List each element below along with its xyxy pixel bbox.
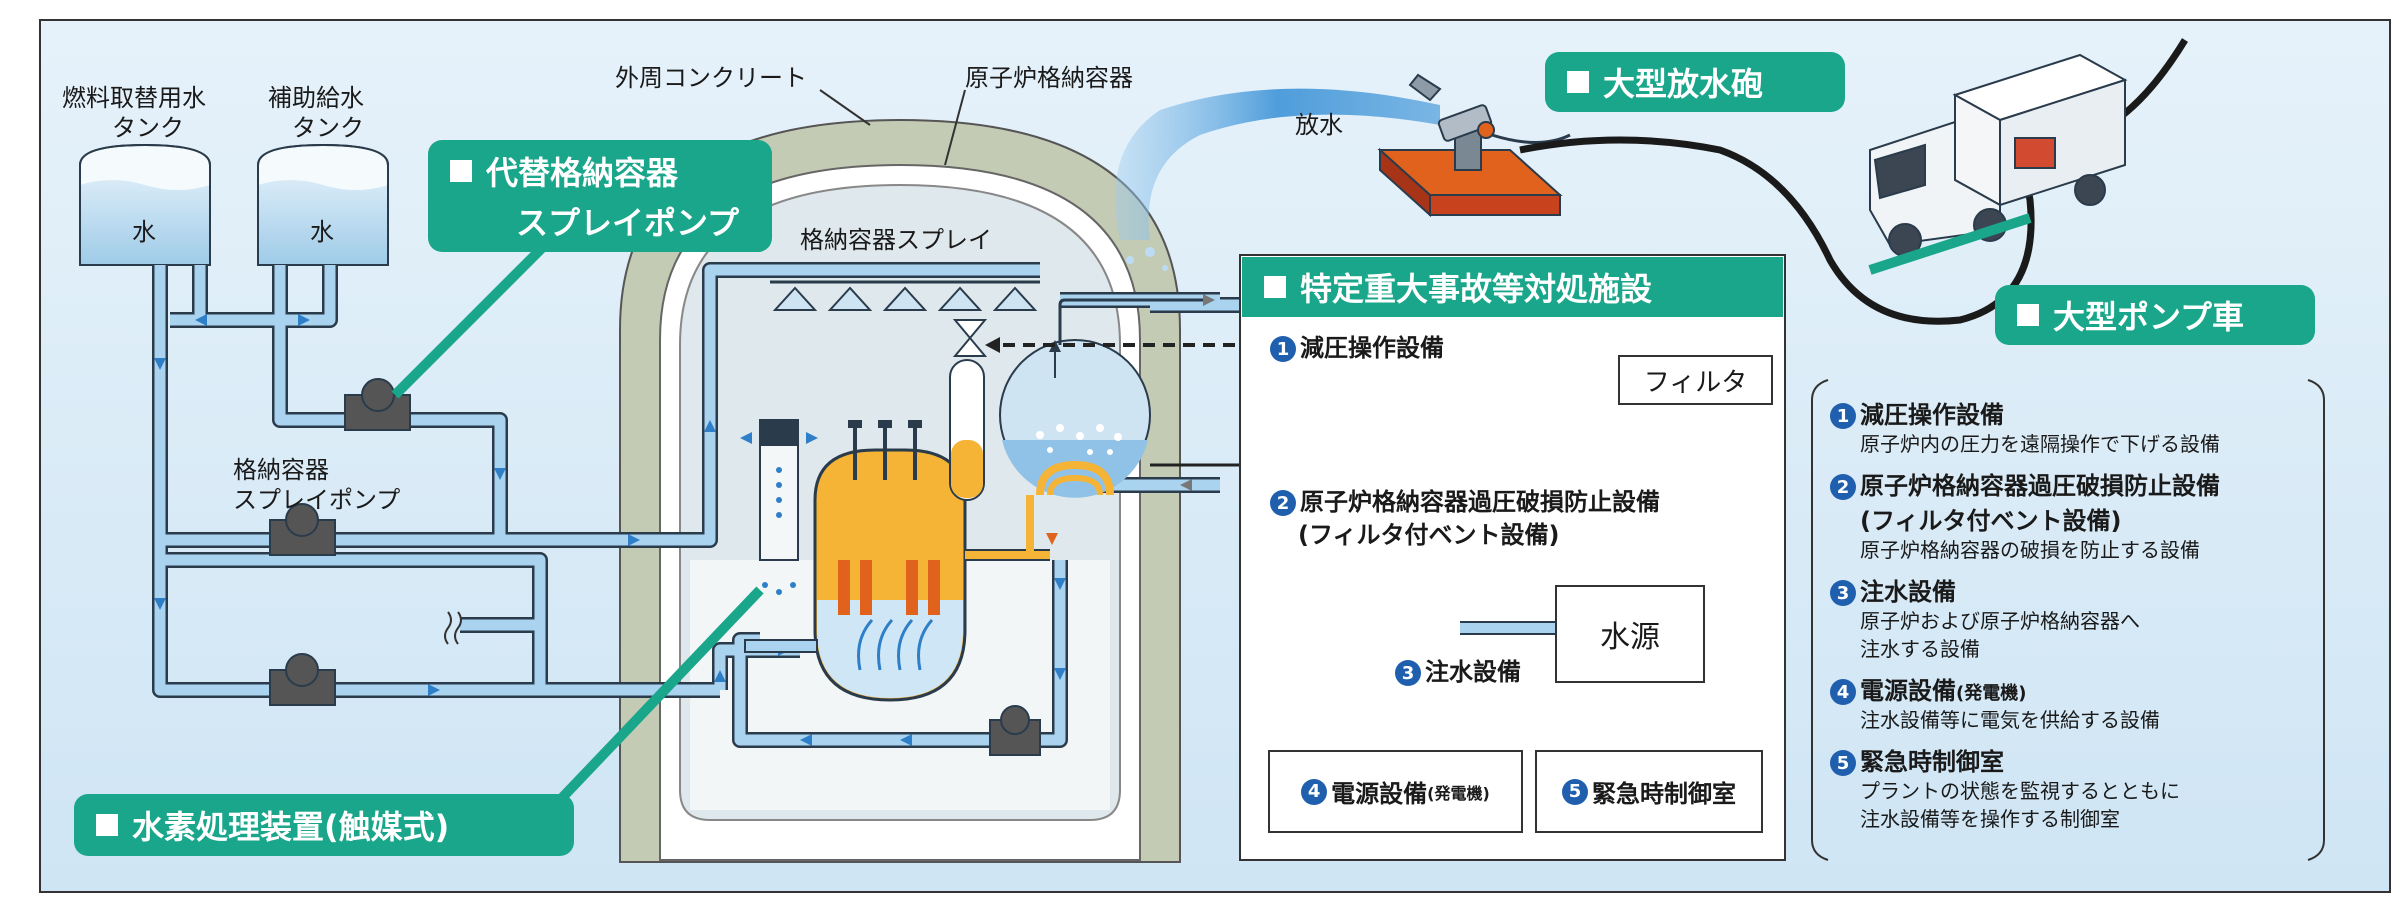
legend-item-desc: プラントの状態を監視するとともに <box>1860 779 2180 803</box>
water-discharge-label: 放水 <box>1295 111 1343 139</box>
number-badge: 4 <box>1830 679 1856 705</box>
spray-header <box>770 280 1040 311</box>
spray-pump-label: 格納容器 <box>233 456 329 484</box>
number-badge: 2 <box>1270 490 1296 516</box>
legend-item-title-sub: (発電機) <box>1956 683 2027 704</box>
alt-spray-pump-tag-line2: スプレイポンプ <box>516 204 740 242</box>
pump-truck-tag-label: 大型ポンプ車 <box>2053 298 2245 336</box>
number-badge: 4 <box>1301 778 1328 805</box>
alt-spray-pump-tag-line1: 代替格納容器 <box>486 154 679 192</box>
leader-hydrogen <box>556 586 764 804</box>
number-badge: 1 <box>1270 336 1296 362</box>
power-supply-label: 電源設備 <box>1331 780 1428 808</box>
facility-item-1-label: 減圧操作設備 <box>1300 334 1444 362</box>
fuel-tank-label-2: タンク <box>112 114 184 142</box>
spray-valve <box>952 319 988 357</box>
legend-item-title: 注水設備 <box>1860 578 1956 606</box>
aux-tank-label: 補助給水 <box>268 84 364 112</box>
legend-item-desc: 注水する設備 <box>1860 637 1980 661</box>
power-supply-sub: (発電機) <box>1427 783 1490 803</box>
aux-tank-water: 水 <box>310 218 334 246</box>
legend-item-desc: 原子炉および原子炉格納容器へ <box>1860 609 2140 633</box>
hose <box>1519 136 2035 325</box>
number-badge: 2 <box>1830 474 1856 500</box>
number-badge: 1 <box>1830 403 1856 429</box>
facility-item-2-label: 原子炉格納容器過圧破損防止設備 <box>1300 488 1660 516</box>
pump-truck-tag: 大型ポンプ車 <box>1995 285 2315 345</box>
tag-square-icon <box>450 160 472 182</box>
water-cannon <box>1377 73 1571 218</box>
number-badge: 3 <box>1830 580 1856 606</box>
filter-box: フィルタ <box>1618 355 1773 405</box>
legend-item-desc: 注水設備等を操作する制御室 <box>1860 807 2120 831</box>
aux-tank <box>257 143 389 266</box>
hydrogen-tag: 水素処理装置(触媒式) <box>74 794 574 856</box>
water-source-box: 水源 <box>1555 585 1705 683</box>
tag-square-icon <box>96 814 118 836</box>
water-cannon-tag: 大型放水砲 <box>1545 52 1845 112</box>
legend-item-title: 原子炉格納容器過圧破損防止設備 <box>1860 472 2220 500</box>
facility-title: 特定重大事故等対処施設 <box>1242 257 1783 317</box>
outer-concrete-label: 外周コンクリート <box>615 64 807 92</box>
pump-truck <box>1869 53 2128 257</box>
number-badge: 3 <box>1395 660 1421 686</box>
spray-pump-label-2: スプレイポンプ <box>233 486 401 514</box>
facility-item-3-label: 注水設備 <box>1425 658 1521 686</box>
pressurizer <box>949 359 985 501</box>
reactor-vessel <box>744 420 967 702</box>
tag-square-icon <box>1567 71 1589 93</box>
water-cannon-tag-label: 大型放水砲 <box>1603 65 1764 103</box>
number-badge: 5 <box>1562 778 1588 805</box>
leader-truck <box>1868 213 2032 275</box>
facility-item-2-sub: (フィルタ付ベント設備) <box>1298 521 1560 549</box>
aux-tank-label-2: タンク <box>292 114 364 142</box>
water-jet <box>1115 88 1440 241</box>
number-badge: 5 <box>1830 750 1856 776</box>
legend-item-title: 電源設備 <box>1860 677 1956 705</box>
alt-spray-pump-tag: 代替格納容器 スプレイポンプ <box>428 140 772 252</box>
steam-generator <box>999 339 1151 555</box>
leader-alt-spray <box>391 226 564 399</box>
emergency-control-label: 緊急時制御室 <box>1592 780 1736 808</box>
legend-bracket-left <box>1811 379 1829 861</box>
hydrogen-tag-label: 水素処理装置(触媒式) <box>132 808 450 846</box>
hydrogen-recombiner <box>740 419 818 595</box>
tag-square-icon <box>2017 304 2039 326</box>
fuel-tank <box>79 143 211 266</box>
legend-item-desc: 注水設備等に電気を供給する設備 <box>1860 708 2160 732</box>
legend-item-title: 減圧操作設備 <box>1860 401 2004 429</box>
fuel-tank-label: 燃料取替用水 <box>62 84 206 112</box>
facility-title-label: 特定重大事故等対処施設 <box>1300 270 1653 308</box>
steam-line <box>1058 298 1210 345</box>
legend-item-desc: 原子炉格納容器の破損を防止する設備 <box>1860 538 2200 562</box>
legend-item-desc: 原子炉内の圧力を遠隔操作で下げる設備 <box>1860 432 2220 456</box>
pipes <box>152 262 1600 748</box>
containment-vessel-label: 原子炉格納容器 <box>965 64 1133 92</box>
tag-square-icon <box>1264 276 1286 298</box>
legend-item-title: 緊急時制御室 <box>1860 748 2004 776</box>
legend-bracket-right <box>2307 379 2325 861</box>
legend-item-title-2: (フィルタ付ベント設備) <box>1860 507 2122 535</box>
containment-spray-label: 格納容器スプレイ <box>800 226 992 254</box>
fuel-tank-water: 水 <box>132 218 156 246</box>
